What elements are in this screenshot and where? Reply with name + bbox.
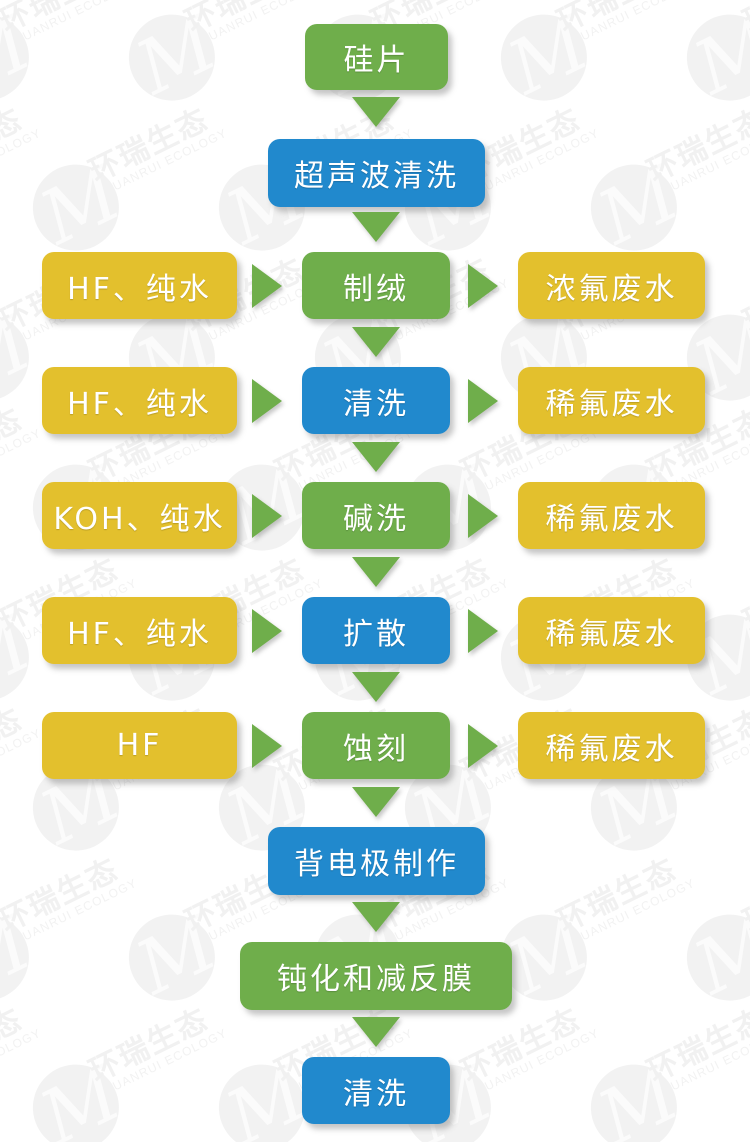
flow-node-n12[interactable]: HF、纯水: [42, 597, 237, 664]
arrow-down-icon-d5: [352, 557, 400, 587]
flow-node-label: 稀氟废水: [545, 386, 678, 422]
flow-node-n16[interactable]: 蚀刻: [302, 712, 450, 779]
flow-node-label: 钝化和减反膜: [277, 962, 475, 997]
flow-node-label: 稀氟废水: [545, 731, 678, 767]
flow-node-label: 背电极制作: [294, 847, 459, 882]
flow-node-label: 浓氟废水: [545, 271, 678, 307]
arrow-down-icon-d8: [352, 902, 400, 932]
arrow-down-icon-d4: [352, 442, 400, 472]
flow-node-label: HF: [116, 728, 163, 763]
flow-node-n4[interactable]: 制绒: [302, 252, 450, 319]
flow-node-n6[interactable]: HF、纯水: [42, 367, 237, 434]
flow-node-n9[interactable]: KOH、纯水: [42, 482, 237, 549]
flow-node-label: 蚀刻: [343, 731, 409, 767]
flow-node-n15[interactable]: HF: [42, 712, 237, 779]
flow-node-n20[interactable]: 清洗: [302, 1057, 450, 1124]
flow-node-label: HF、纯水: [67, 386, 212, 422]
flow-node-n8[interactable]: 稀氟废水: [518, 367, 705, 434]
flow-node-n17[interactable]: 稀氟废水: [518, 712, 705, 779]
flow-node-n19[interactable]: 钝化和减反膜: [240, 942, 512, 1010]
arrow-down-icon-d3: [352, 327, 400, 357]
arrow-right-icon-r5: [252, 494, 282, 538]
arrow-right-icon-r3: [252, 379, 282, 423]
flow-node-n2[interactable]: 超声波清洗: [268, 139, 485, 207]
arrow-right-icon-r9: [252, 724, 282, 768]
flow-node-label: 清洗: [343, 1076, 409, 1112]
arrow-down-icon-d7: [352, 787, 400, 817]
flow-node-n5[interactable]: 浓氟废水: [518, 252, 705, 319]
flow-node-label: 制绒: [343, 271, 409, 307]
arrow-right-icon-r2: [468, 264, 498, 308]
flow-node-label: HF、纯水: [67, 271, 212, 307]
flow-node-n7[interactable]: 清洗: [302, 367, 450, 434]
arrow-down-icon-d6: [352, 672, 400, 702]
flow-node-label: KOH、纯水: [53, 501, 226, 537]
flow-node-label: 扩散: [343, 616, 409, 652]
arrow-right-icon-r8: [468, 609, 498, 653]
arrow-right-icon-r4: [468, 379, 498, 423]
arrow-right-icon-r7: [252, 609, 282, 653]
flow-node-n14[interactable]: 稀氟废水: [518, 597, 705, 664]
flow-node-n13[interactable]: 扩散: [302, 597, 450, 664]
arrow-down-icon-d1: [352, 97, 400, 127]
flow-node-n1[interactable]: 硅片: [305, 24, 448, 90]
arrow-down-icon-d2: [352, 212, 400, 242]
flow-node-label: HF、纯水: [67, 616, 212, 652]
flow-node-label: 清洗: [343, 386, 409, 422]
arrow-down-icon-d9: [352, 1017, 400, 1047]
flow-node-label: 碱洗: [343, 501, 409, 537]
flow-node-n10[interactable]: 碱洗: [302, 482, 450, 549]
arrow-right-icon-r1: [252, 264, 282, 308]
arrow-right-icon-r10: [468, 724, 498, 768]
flow-node-label: 稀氟废水: [545, 616, 678, 652]
flow-node-n11[interactable]: 稀氟废水: [518, 482, 705, 549]
flow-node-label: 超声波清洗: [294, 159, 459, 194]
arrow-right-icon-r6: [468, 494, 498, 538]
flow-node-n3[interactable]: HF、纯水: [42, 252, 237, 319]
flow-node-label: 稀氟废水: [545, 501, 678, 537]
flow-node-n18[interactable]: 背电极制作: [268, 827, 485, 895]
flow-node-label: 硅片: [343, 43, 410, 78]
